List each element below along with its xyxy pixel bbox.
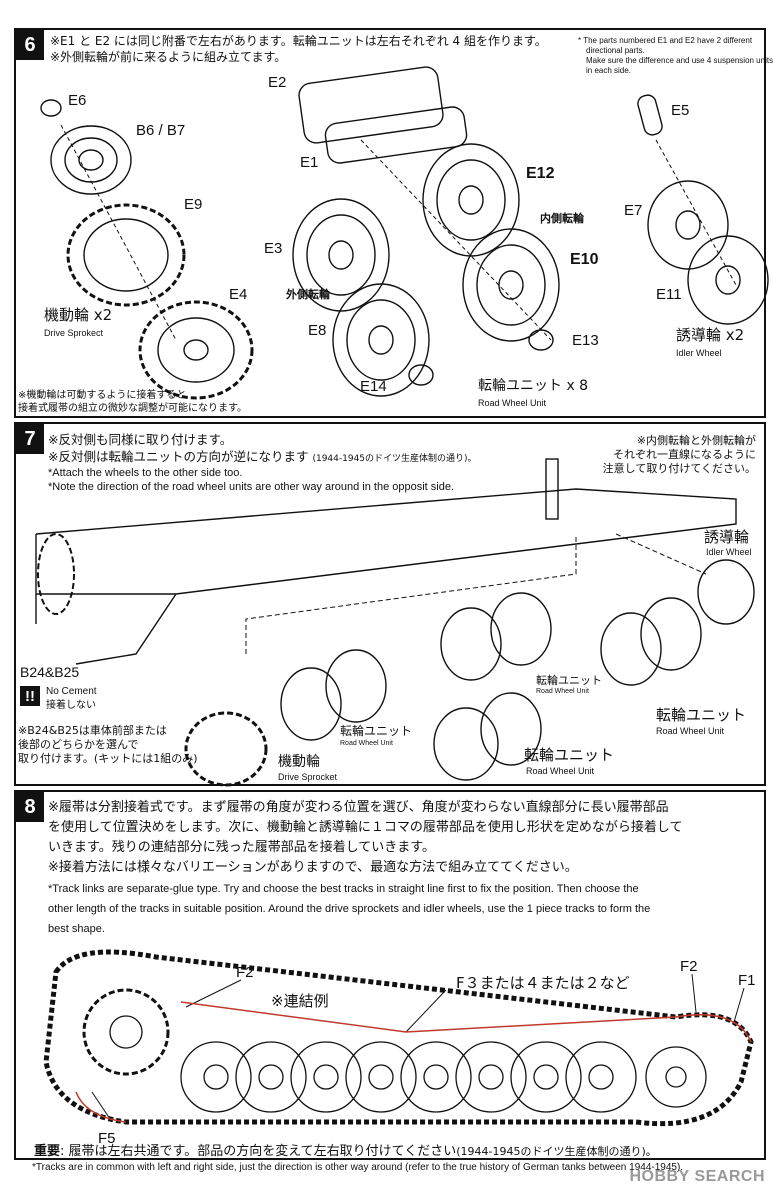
bottom-note: ※機動輪は可動するように接着すると xyxy=(18,390,187,401)
part-label: F5 xyxy=(98,1130,116,1147)
hobby-search-logo: HOBBY SEARCH xyxy=(629,1168,765,1185)
step-note: いきます。残りの連結部分に残った履帯部品を接着していきます。 xyxy=(48,840,436,855)
step-note: ※反対側は転輪ユニットの方向が逆になります (1944-1945のドイツ生産体制… xyxy=(48,449,477,465)
part-label: E3 xyxy=(264,240,283,257)
part-label: E9 xyxy=(184,196,203,213)
english-footnote: *Tracks are in common with left and righ… xyxy=(32,1162,684,1173)
step-6-drawing xyxy=(40,66,769,400)
road-wheel-unit-label: 転輪ユニット xyxy=(656,706,747,724)
b24-note: 取り付けます。(キットには1組のみ) xyxy=(18,752,198,765)
important-note: 重要: 履帯は左右共通です。部品の方向を変えて左右取り付けてください(1944-… xyxy=(34,1144,657,1160)
english-note: *Track links are separate-glue type. Try… xyxy=(48,883,639,895)
part-label: E10 xyxy=(570,251,599,268)
idler-wheel-en: Idler Wheel xyxy=(676,348,722,358)
step-note: ※接着方法には様々なバリエーションがありますので、最適な方法で組み立ててください… xyxy=(48,860,578,875)
drive-sprocket-en: Drive Sprokect xyxy=(44,328,104,338)
step-note: ※履帯は分割接着式です。まず履帯の角度が変わる位置を選び、角度が変わらない直線部… xyxy=(48,800,669,815)
english-note: directional parts. xyxy=(586,46,645,55)
step-number: 8 xyxy=(16,792,44,822)
part-label: E2 xyxy=(268,74,287,91)
no-cement-jp: 接着しない xyxy=(46,700,96,711)
english-note: best shape. xyxy=(48,923,105,935)
step-note: ※反対側も同様に取り付けます。 xyxy=(48,432,233,447)
part-label: E8 xyxy=(308,322,327,339)
part-label: E5 xyxy=(671,102,690,119)
part-label: B24&B25 xyxy=(20,664,80,680)
step-7-panel: 7 ※反対側も同様に取り付けます。 ※反対側は転輪ユニットの方向が逆になります … xyxy=(14,422,766,787)
part-label: E6 xyxy=(68,92,87,109)
important-label: 重要 xyxy=(34,1144,61,1159)
no-cement-en: No Cement xyxy=(46,686,97,697)
part-label: E14 xyxy=(360,378,387,395)
instruction-page: 6 ※E1 と E2 には同じ附番で左右があります。転輪ユニットは左右それぞれ … xyxy=(14,28,773,1173)
important-small: (1944-1945のドイツ生産体制の通り)。 xyxy=(456,1145,657,1158)
part-label: E11 xyxy=(656,286,682,303)
part-label: E7 xyxy=(624,202,643,219)
road-wheel-unit-en: Road Wheel Unit xyxy=(536,688,589,695)
road-wheel-unit-en: Road Wheel Unit xyxy=(656,726,725,736)
drive-sprocket-en: Drive Sprocket xyxy=(278,772,338,782)
important-text: : 履帯は左右共通です。部品の方向を変えて左右取り付けてください xyxy=(60,1144,457,1159)
example-label: ※連結例 xyxy=(271,992,329,1010)
road-wheel-unit-label: 転輪ユニット xyxy=(524,746,615,764)
step-number: 6 xyxy=(16,30,44,60)
inner-wheel-label: 内側転輪 xyxy=(540,212,584,225)
idler-wheel-en: Idler Wheel xyxy=(706,547,752,557)
english-note: *Note the direction of the road wheel un… xyxy=(48,481,455,493)
step-note-small: (1944-1945のドイツ生産体制の通り)。 xyxy=(312,454,477,464)
outer-wheel-label: 外側転輪 xyxy=(286,288,330,301)
idler-wheel-label: 誘導輪 x2 xyxy=(676,326,745,344)
road-wheel-unit-label: 転輪ユニット x 8 xyxy=(478,378,589,394)
bottom-note: 接着式履帯の組立の微妙な調整が可能になります。 xyxy=(18,403,247,414)
english-note: *Attach the wheels to the other side too… xyxy=(48,467,243,479)
english-note: * The parts numbered E1 and E2 have 2 di… xyxy=(578,36,753,45)
alignment-note: 注意して取り付けてください。 xyxy=(602,462,756,475)
road-wheel-unit-en: Road Wheel Unit xyxy=(340,740,393,747)
part-label: B6 / B7 xyxy=(136,122,186,139)
road-wheel-unit-label: 転輪ユニット xyxy=(340,724,413,738)
road-wheel-unit-en: Road Wheel Unit xyxy=(526,766,595,776)
part-label: E12 xyxy=(526,165,555,182)
part-label: F2 xyxy=(680,958,698,975)
part-label: F2 xyxy=(236,964,254,981)
part-label: E4 xyxy=(229,286,248,303)
drive-sprocket-label: 機動輪 x2 xyxy=(44,306,113,324)
warning-icon: !! xyxy=(20,686,40,706)
idler-wheel-label: 誘導輪 xyxy=(704,528,750,546)
step-7-drawing xyxy=(35,458,755,787)
road-wheel-unit-en: Road Wheel Unit xyxy=(478,398,547,408)
part-label: E13 xyxy=(572,332,599,349)
alignment-note: ※内側転輪と外側転輪が xyxy=(636,434,756,447)
english-note: other length of the tracks in suitable p… xyxy=(48,903,651,915)
step-note: を使用して位置決めをします。次に、機動輪と誘導輪に１コマの履帯部品を使用し形状を… xyxy=(48,820,683,835)
track-length-label: F３または４または２など xyxy=(456,974,630,992)
b24-note: 後部のどちらかを選んで xyxy=(18,738,139,751)
drive-sprocket-label: 機動輪 xyxy=(278,754,320,770)
part-label: F1 xyxy=(738,972,756,989)
b24-note: ※B24&B25は車体前部または xyxy=(18,724,167,737)
step-8-drawing xyxy=(43,949,754,1127)
step-note-main: ※反対側は転輪ユニットの方向が逆になります xyxy=(48,449,309,464)
english-note: in each side. xyxy=(586,66,631,75)
road-wheel-unit-label: 転輪ユニット xyxy=(536,674,602,687)
step-6-panel: 6 ※E1 と E2 には同じ附番で左右があります。転輪ユニットは左右それぞれ … xyxy=(14,28,773,418)
step-note: ※外側転輪が前に来るように組み立てます。 xyxy=(50,50,287,64)
step-8-panel: 8 ※履帯は分割接着式です。まず履帯の角度が変わる位置を選び、角度が変わらない直… xyxy=(14,790,766,1160)
english-note: Make sure the difference and use 4 suspe… xyxy=(586,56,773,65)
alignment-note: それぞれ一直線になるように xyxy=(613,448,756,461)
step-note: ※E1 と E2 には同じ附番で左右があります。転輪ユニットは左右それぞれ 4 … xyxy=(50,34,547,48)
part-label: E1 xyxy=(300,154,319,171)
step-number: 7 xyxy=(16,424,44,454)
